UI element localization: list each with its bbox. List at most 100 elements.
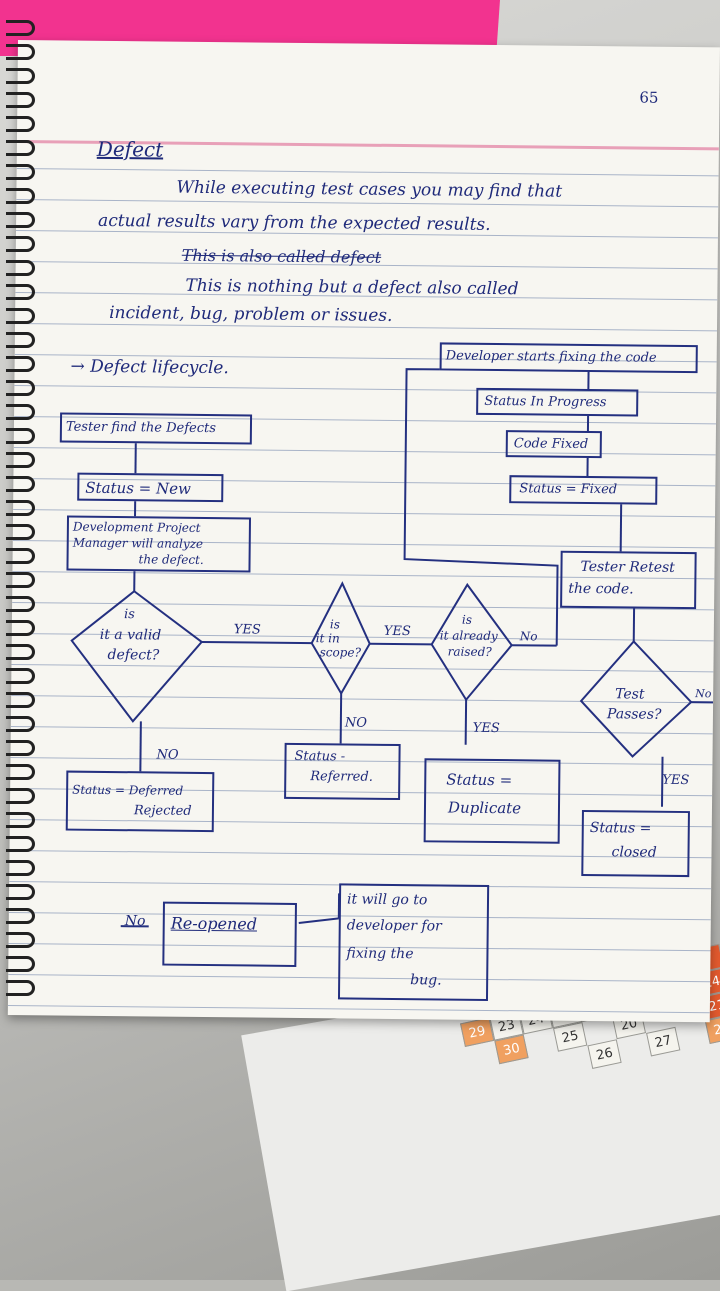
edge-no-scope: NO <box>345 715 367 730</box>
edge-yes-1: YES <box>234 622 261 637</box>
calendar-cell: 27 <box>646 1027 680 1057</box>
node-dev-starts-label: Developer starts fixing the code <box>446 348 657 365</box>
valid-line3: defect? <box>107 647 159 664</box>
spiral-ring <box>6 692 35 708</box>
node-reopened: Re-opened <box>162 902 297 967</box>
spiral-ring <box>6 836 35 852</box>
already-line1: is <box>462 613 472 627</box>
spiral-binding <box>0 20 40 1010</box>
edge-no-already: No <box>520 629 538 643</box>
spiral-ring <box>6 332 35 348</box>
calendar-cell: 26 <box>587 1039 621 1069</box>
spiral-ring <box>6 404 35 420</box>
spiral-ring <box>6 356 35 372</box>
spiral-ring <box>6 476 35 492</box>
node-status-new-label: Status = New <box>85 479 191 498</box>
spiral-ring <box>6 860 35 876</box>
spiral-ring <box>6 260 35 276</box>
node-dev-manager-line1: Development Project <box>73 520 201 535</box>
edge-no-reopen: No <box>125 913 146 929</box>
node-closed-line1: Status = <box>590 820 652 837</box>
node-closed-line2: closed <box>611 844 656 860</box>
spiral-ring <box>6 548 35 564</box>
node-referred-line1: Status - <box>294 749 345 765</box>
spiral-ring <box>6 572 35 588</box>
node-status-fixed-label: Status = Fixed <box>519 481 617 497</box>
node-referred-line2: Referred. <box>310 769 373 785</box>
spiral-ring <box>6 164 35 180</box>
spiral-ring <box>6 140 35 156</box>
edge-yes-already: YES <box>473 721 500 736</box>
spiral-ring <box>6 188 35 204</box>
spiral-ring <box>6 452 35 468</box>
node-duplicate-line2: Duplicate <box>448 799 521 818</box>
spiral-ring <box>6 788 35 804</box>
spiral-ring <box>6 68 35 84</box>
calendar-cell: 30 <box>494 1034 528 1064</box>
scope-line3: scope? <box>320 645 361 659</box>
node-retest-line2: the code. <box>568 581 634 598</box>
spiral-ring <box>6 956 35 972</box>
edge-no-test: No <box>695 687 711 700</box>
scope-line2: it in <box>316 631 340 645</box>
test-passes-line2: Passes? <box>607 706 662 723</box>
spiral-ring <box>6 884 35 900</box>
node-code-fixed: Code Fixed <box>506 430 602 458</box>
spiral-ring <box>6 116 35 132</box>
node-dev-manager-line3: the defect. <box>138 552 203 567</box>
node-goto-developer: it will go to developer for fixing the b… <box>338 883 489 1001</box>
node-reopened-label: Re-opened <box>171 914 257 934</box>
valid-line2: it a valid <box>100 627 162 644</box>
spiral-ring <box>6 212 35 228</box>
node-tester-find-label: Tester find the Defects <box>66 420 216 437</box>
spiral-ring <box>6 428 35 444</box>
valid-line1: is <box>124 607 135 622</box>
node-status-new: Status = New <box>77 473 223 503</box>
edge-yes-test: YES <box>662 773 689 788</box>
node-status-fixed: Status = Fixed <box>509 475 657 505</box>
spiral-ring <box>6 644 35 660</box>
notebook-page: 65 Defect While executing test cases you… <box>8 40 720 1022</box>
spiral-ring <box>6 44 35 60</box>
spiral-ring <box>6 308 35 324</box>
spiral-ring <box>6 812 35 828</box>
spiral-ring <box>6 716 35 732</box>
node-duplicate: Status = Duplicate <box>424 758 561 843</box>
node-tester-find: Tester find the Defects <box>60 412 252 444</box>
spiral-ring <box>6 92 35 108</box>
already-line2: it already <box>440 628 498 643</box>
calendar-cell: 29 <box>460 1017 494 1047</box>
spiral-ring <box>6 500 35 516</box>
spiral-ring <box>6 980 35 996</box>
node-dev-starts: Developer starts fixing the code <box>440 342 698 373</box>
node-closed: Status = closed <box>581 810 690 877</box>
spiral-ring <box>6 620 35 636</box>
calendar-cell: 25 <box>553 1022 587 1052</box>
spiral-ring <box>6 524 35 540</box>
node-dev-manager-line2: Manager will analyze <box>73 536 203 551</box>
already-line3: raised? <box>448 645 492 659</box>
node-retest: Tester Retest the code. <box>560 551 697 609</box>
node-goto-line3: fixing the <box>346 945 413 962</box>
node-goto-line4: bug. <box>410 972 442 988</box>
node-retest-line1: Tester Retest <box>580 559 674 576</box>
node-duplicate-line1: Status = <box>446 771 512 790</box>
scope-line1: is <box>330 617 340 631</box>
spiral-ring <box>6 764 35 780</box>
spiral-ring <box>6 380 35 396</box>
spiral-ring <box>6 668 35 684</box>
node-goto-line2: developer for <box>347 917 442 934</box>
node-in-progress-label: Status In Progress <box>484 394 606 410</box>
node-goto-line1: it will go to <box>347 891 427 908</box>
node-deferred: Status = Deferred Rejected <box>66 771 215 833</box>
node-code-fixed-label: Code Fixed <box>514 436 589 452</box>
edge-yes-2: YES <box>384 624 411 639</box>
node-dev-manager: Development Project Manager will analyze… <box>66 516 251 573</box>
spiral-ring <box>6 236 35 252</box>
spiral-ring <box>6 908 35 924</box>
test-passes-line1: Test <box>615 686 645 702</box>
spiral-ring <box>6 740 35 756</box>
node-deferred-line2: Rejected <box>134 803 192 819</box>
node-deferred-line1: Status = Deferred <box>72 783 183 798</box>
node-in-progress: Status In Progress <box>476 388 638 417</box>
